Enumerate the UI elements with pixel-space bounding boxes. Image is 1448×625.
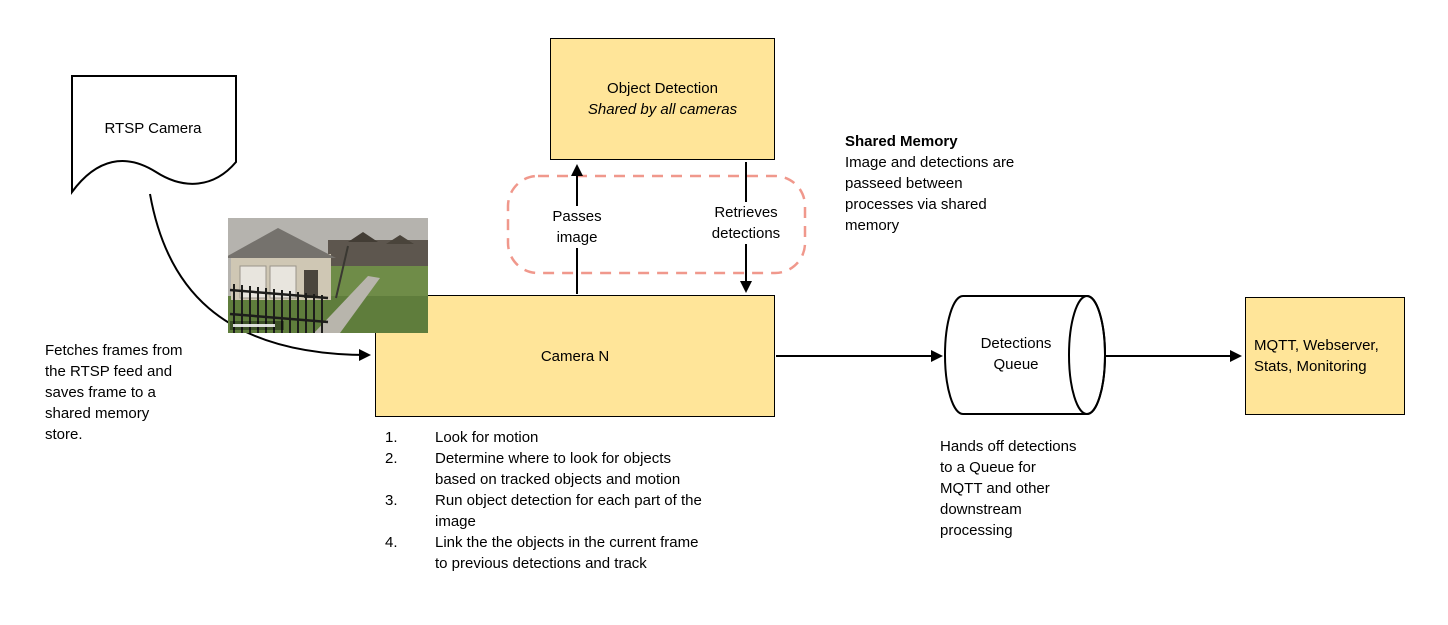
queue-handoff-note: Hands off detections to a Queue for MQTT…: [940, 438, 1077, 539]
detections-queue-label: Detections Queue: [980, 335, 1052, 373]
camera-step-row: 1. Look for motion: [385, 427, 795, 448]
step-number: 4.: [385, 534, 398, 551]
distant-roof: [386, 235, 414, 244]
fetch-frames-note: Fetches frames from the RTSP feed and sa…: [45, 342, 183, 443]
passes-image-label: Passes image: [537, 206, 617, 248]
camera-step-row: 3. Run object detection for each part of…: [385, 490, 795, 532]
object-detection-title: Object Detection: [607, 80, 718, 97]
camera-step-row: 2. Determine where to look for objects b…: [385, 448, 795, 490]
shared-memory-note-title: Shared Memory: [845, 133, 958, 150]
step-text: Run object detection for each part of th…: [435, 492, 702, 530]
step-number: 2.: [385, 450, 398, 467]
object-detection-node: Object Detection Shared by all cameras: [550, 38, 775, 160]
camera-n-label: Camera N: [540, 347, 610, 365]
retrieves-detections-label: Retrieves detections: [701, 202, 791, 244]
camera-n-node: Camera N: [375, 295, 775, 417]
shared-memory-note-body: Image and detections are passeed between…: [845, 154, 1015, 234]
object-detection-subtitle: Shared by all cameras: [587, 101, 738, 118]
step-number: 1.: [385, 429, 398, 446]
step-number: 3.: [385, 492, 398, 509]
shared-memory-note: Shared Memory Image and detections are p…: [845, 131, 1065, 236]
queue-cylinder-cap: [1068, 295, 1106, 415]
camera-snapshot-scene: [224, 218, 428, 333]
rtsp-camera-label: RTSP Camera: [104, 120, 202, 137]
step-text: Look for motion: [435, 429, 539, 446]
timestamp-text-blur: [233, 324, 275, 327]
step-text: Link the the objects in the current fram…: [435, 534, 699, 572]
camera-steps-list: 1. Look for motion 2. Determine where to…: [385, 427, 795, 574]
camera-snapshot: [224, 218, 428, 333]
camera-step-row: 4. Link the the objects in the current f…: [385, 532, 795, 574]
step-text: Determine where to look for objects base…: [435, 450, 681, 488]
outputs-node: MQTT, Webserver, Stats, Monitoring: [1245, 297, 1405, 415]
outputs-label: MQTT, Webserver, Stats, Monitoring: [1254, 337, 1379, 375]
